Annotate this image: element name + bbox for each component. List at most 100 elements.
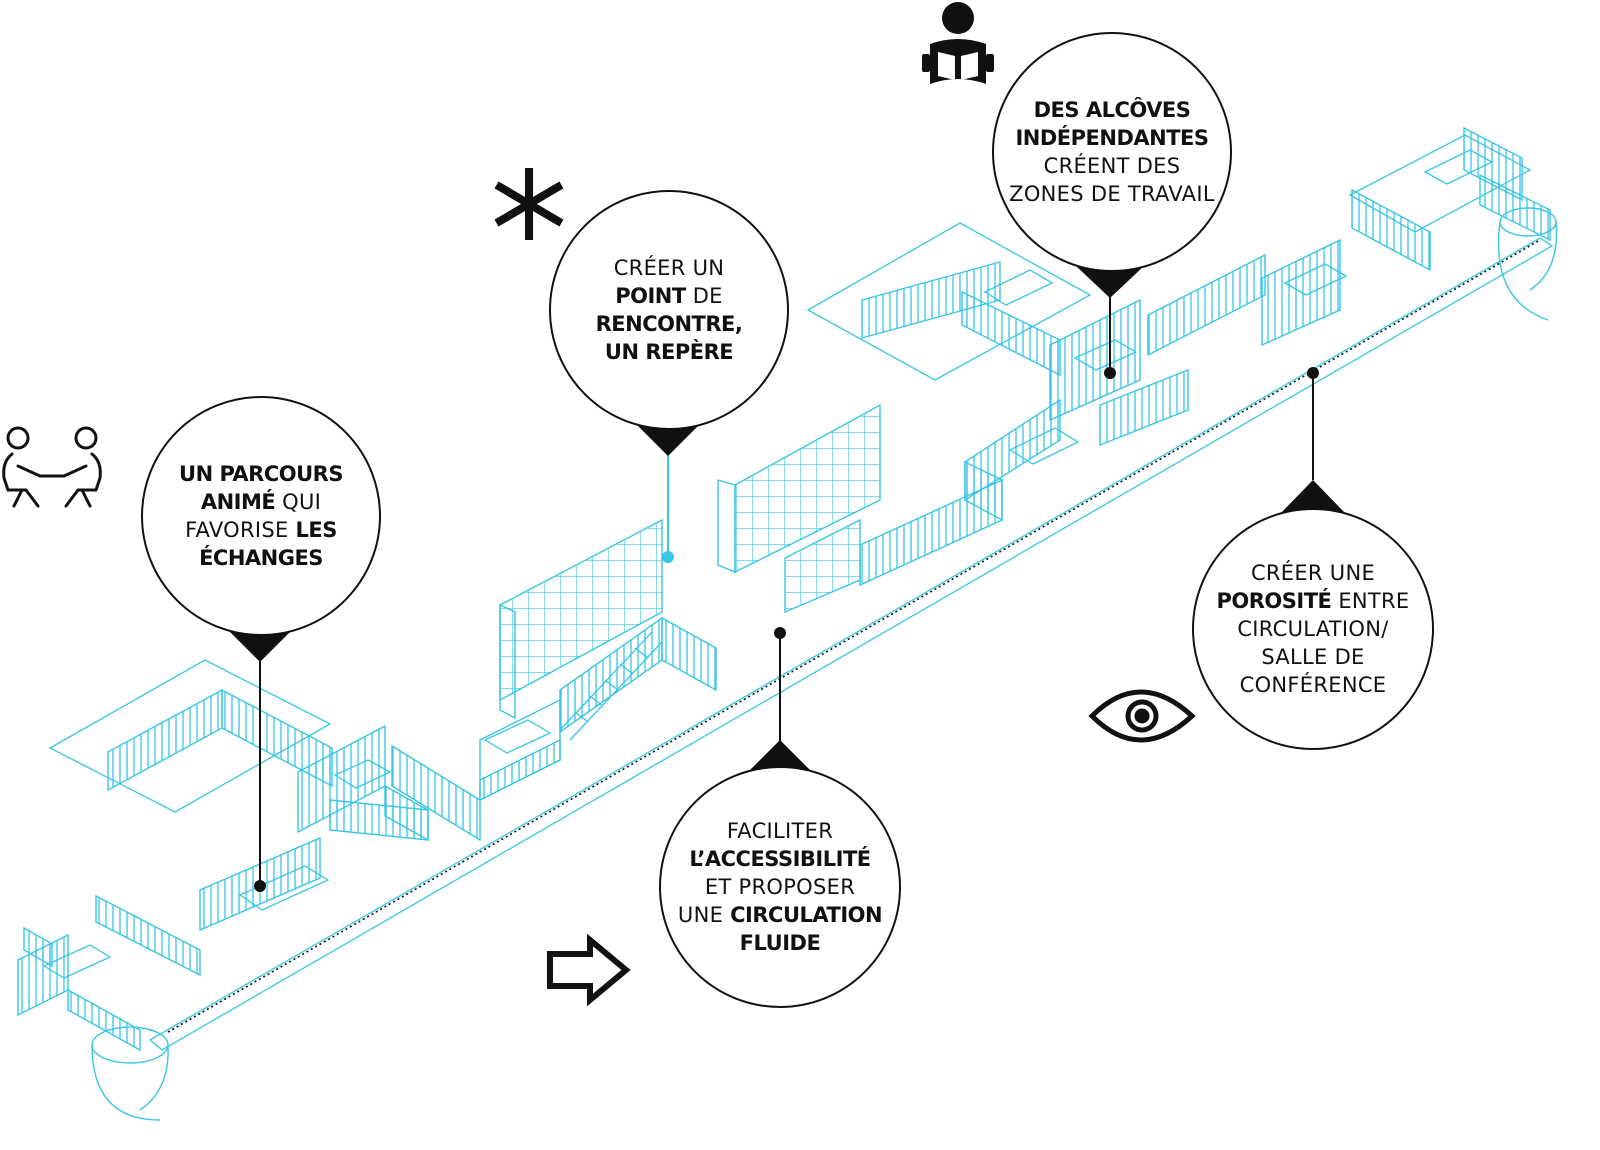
eye-icon [1088,689,1196,743]
table-1 [238,865,330,911]
callout-line: POROSITÉ ENTRE [1216,587,1409,615]
stair-step-3 [604,679,619,691]
rail-center-b [961,290,1061,377]
rail-mid-a [391,744,481,842]
stair-step-1 [574,711,589,723]
rail-center-g [859,478,1003,587]
callout-line: SALLE DE [1216,643,1409,671]
meeting-people-icon [2,426,102,508]
callout-line: CIRCULATION/ [1216,615,1409,643]
bookshelves [499,403,881,720]
pointer-triangles [228,266,1346,774]
spiral-right-body [1497,221,1558,321]
anchor-alcoves [1104,367,1116,379]
shelf-left-side [499,603,516,720]
pointer-accessibilite [746,740,814,774]
callout-line: POINT DE [596,282,743,310]
rail-right-c [1351,188,1431,272]
shelf-right-side [717,479,736,574]
reading-person-icon [922,2,994,84]
callout-text-bold: POINT [615,284,686,308]
pointer-point [634,422,702,456]
callout-text: ET PROPOSER [704,875,856,899]
table-7 [1008,427,1080,465]
rail-right-e [1479,173,1551,242]
callout-text-bold: DES ALCÔVES [1033,98,1191,122]
callout-text: FACILITER [726,819,834,843]
corridor-floor [148,237,1554,1051]
stair-rail-b [569,641,663,741]
callout-line: ÉCHANGES [179,544,343,572]
tables [42,149,1494,979]
table-3 [42,944,112,979]
slab-left [48,659,332,813]
table-4 [483,719,552,754]
callout-line: ET PROPOSER [678,873,882,901]
callout-text: SALLE DE [1261,645,1365,669]
table-2 [333,759,392,789]
spiral-left-body [91,1044,169,1121]
anchor-parcours [254,880,266,892]
callout-text: CONFÉRENCE [1239,673,1387,697]
rail-mid-d [661,616,717,692]
table-5 [983,269,1054,306]
callout-text: DE [685,284,723,308]
callout-line: RENCONTRE, [596,310,743,338]
leaders [254,295,1319,892]
callout-text-bold: FLUIDE [739,931,821,955]
stair [559,631,663,741]
pointer-alcoves [1076,266,1144,298]
table-6 [1073,339,1138,371]
shelf-small [784,518,861,614]
callout-alcoves-text: DES ALCÔVES INDÉPENDANTES CRÉENT DES ZONES … [1009,96,1215,208]
callout-text: CRÉENT DES [1043,154,1181,178]
stair-step-5 [634,647,649,659]
rail-left-g [95,894,201,977]
rail-mid-c [479,698,561,802]
anchor-porosite [1307,367,1319,379]
table-9 [1423,149,1494,185]
callout-line: CRÉER UN [596,254,743,282]
callout-text-bold: LES [295,518,338,542]
callout-line: CRÉENT DES [1009,152,1215,180]
callout-line: FAVORISE LES [179,516,343,544]
callout-line: ANIMÉ QUI [179,488,343,516]
callout-text: FAVORISE [185,518,296,542]
callout-text: CIRCULATION/ [1237,617,1389,641]
stair-step-4 [619,663,634,675]
anchor-accessibilite [774,627,786,639]
callout-text-bold: UN PARCOURS [179,462,343,486]
callout-line: FACILITER [678,817,882,845]
callout-text: QUI [275,490,322,514]
pointer-parcours [228,630,292,662]
rail-right-a [1147,253,1266,357]
callout-line: ZONES DE TRAVAIL [1009,180,1215,208]
rail-left-i [67,988,141,1052]
callout-line: CONFÉRENCE [1216,671,1409,699]
callout-text-bold: ANIMÉ [200,490,276,514]
callout-text-bold: UN REPÈRE [604,340,734,364]
rail-center-d [1099,368,1189,447]
table-8 [1283,263,1348,296]
callout-text-bold: INDÉPENDANTES [1015,126,1209,150]
rail-center-a [861,261,1001,339]
rail-left-j [23,926,53,968]
callout-text: ENTRE [1331,589,1410,613]
spiral-stairs [91,207,1558,1121]
slab-center [806,222,1092,381]
callout-text: UNE [677,903,731,927]
callout-line: DES ALCÔVES [1009,96,1215,124]
callout-text-bold: POROSITÉ [1216,589,1332,613]
callout-text-bold: ÉCHANGES [199,546,323,570]
callout-text: ZONES DE TRAVAIL [1009,182,1215,206]
callout-line: UN PARCOURS [179,460,343,488]
